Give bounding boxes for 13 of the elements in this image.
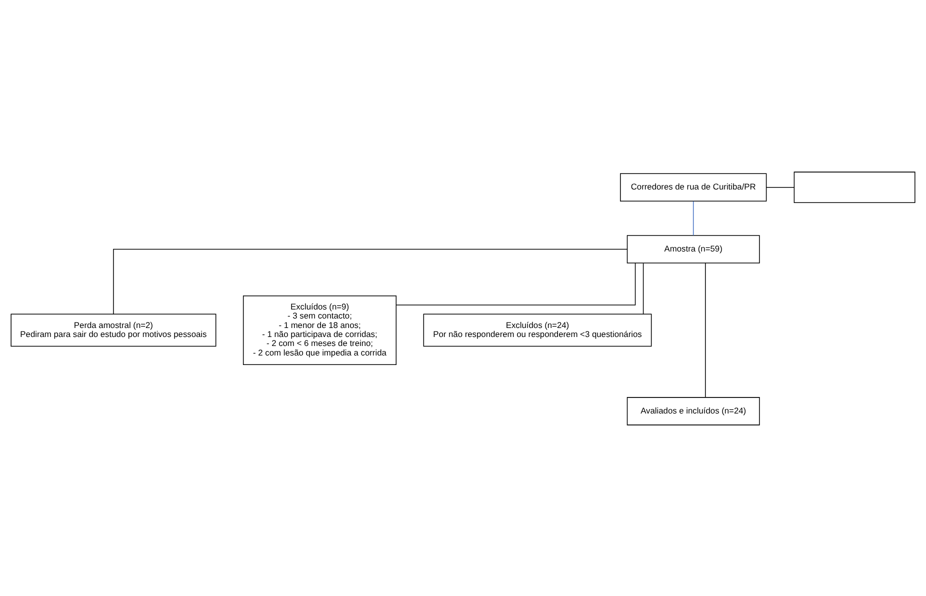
node-box: Excluídos (n=9) - 3 sem contacto; - 1 menor de 18 anos; - 1 não participava de corridas; - 2 com < 6 meses de treino; - 2 com lesão que impedia a corrida	[242, 294, 397, 364]
node-box	[794, 171, 916, 202]
connector	[642, 262, 644, 314]
connector	[396, 262, 636, 305]
connector	[113, 248, 628, 314]
connector	[766, 186, 794, 188]
node-box: Amostra (n=59)	[626, 234, 760, 263]
node-box: Perda amostral (n=2) Pediram para sair do estudo por motivos pessoais	[10, 313, 216, 346]
node-box: Corredores de rua de Curitiba/PR	[620, 172, 767, 201]
node-box: Excluídos (n=24) Por não responderem ou responderem <3 questionários	[423, 313, 652, 346]
connector	[692, 200, 694, 236]
node-box: Avaliados e incluídos (n=24)	[626, 396, 760, 425]
connector	[705, 262, 706, 398]
